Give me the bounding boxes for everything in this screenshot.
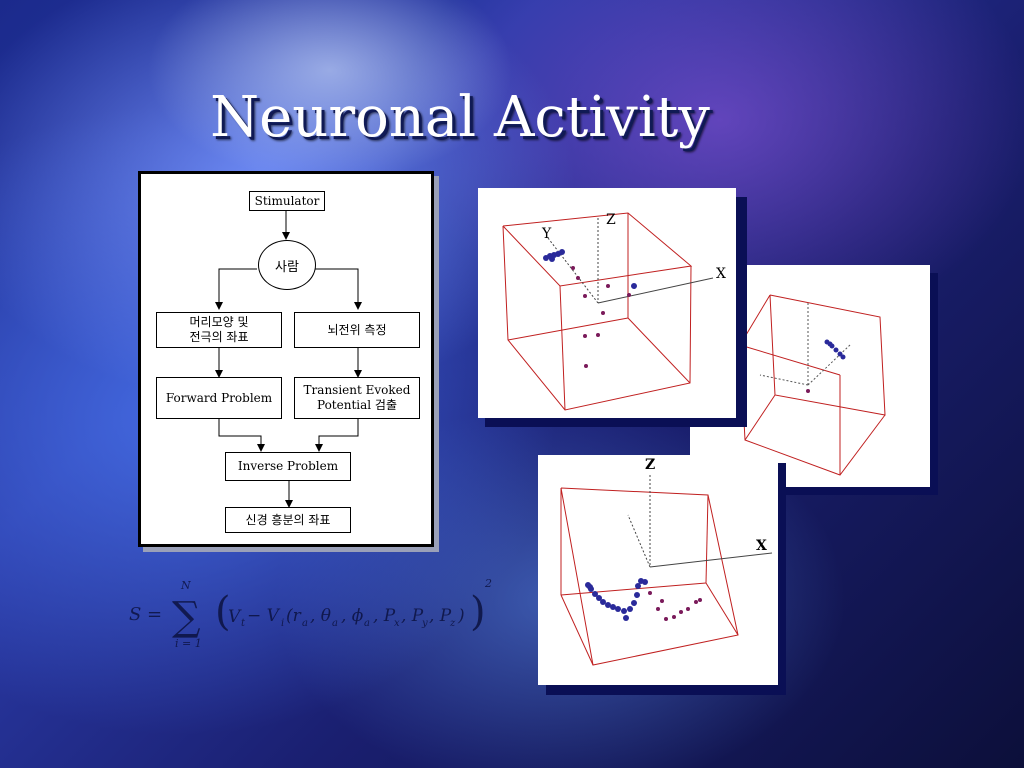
svg-text:, θ: , θ — [310, 606, 331, 626]
svg-text:∑: ∑ — [172, 594, 201, 640]
svg-text:, ϕ: , ϕ — [341, 606, 364, 626]
eeg-measure-box: 뇌전위 측정 — [294, 312, 420, 348]
plot1-panel: Y Z X — [478, 188, 736, 418]
svg-text:z: z — [449, 618, 456, 629]
svg-text:, P: , P — [373, 606, 396, 626]
slide-title: Neuronal Activity — [210, 85, 710, 150]
svg-text:): ) — [470, 589, 486, 635]
result-box: 신경 흥분의 좌표 — [225, 507, 351, 533]
sum-upper: N — [180, 579, 191, 592]
stimulator-box: Stimulator — [249, 191, 325, 211]
svg-text:, P: , P — [401, 606, 424, 626]
flowchart-connectors — [215, 211, 362, 508]
plot3-panel: Z X — [538, 455, 778, 685]
flowchart-panel: Stimulator 사람 머리모양 및 전극의 좌표 뇌전위 측정 Forwa… — [138, 171, 434, 547]
inverse-problem-box: Inverse Problem — [225, 452, 351, 481]
svg-text:a: a — [302, 618, 308, 629]
equation-body: V — [228, 607, 242, 627]
plot1-x-label: X — [716, 266, 726, 282]
head-shape-box: 머리모양 및 전극의 좌표 — [156, 312, 282, 348]
svg-text:− V: − V — [247, 606, 281, 626]
plot3-x-label: X — [756, 538, 767, 554]
svg-text:a: a — [364, 618, 370, 629]
plot1-z-label: Z — [606, 212, 616, 228]
svg-text:x: x — [394, 618, 400, 629]
svg-text:y: y — [421, 618, 428, 629]
transient-evoked-box: Transient Evoked Potential 검출 — [294, 377, 420, 419]
equation-lhs: S = — [129, 604, 162, 625]
plot1-y-label: Y — [541, 226, 552, 242]
svg-text:(: ( — [215, 589, 231, 635]
svg-text:(r: (r — [286, 606, 302, 626]
equation-exponent: 2 — [484, 577, 492, 590]
svg-text:): ) — [457, 606, 465, 626]
sum-lower: i = 1 — [175, 637, 202, 650]
plot2-graph — [739, 294, 886, 476]
svg-text:a: a — [332, 618, 338, 629]
plot3-graph: Z X — [560, 457, 773, 666]
svg-text:, P: , P — [429, 606, 452, 626]
svg-text:i: i — [281, 618, 284, 629]
plot1-graph: Y Z X — [502, 212, 726, 411]
objective-equation: S = N ∑ i = 1 ( V t − V i (r a , θ a , ϕ… — [129, 577, 492, 650]
plot3-z-label: Z — [645, 457, 655, 473]
svg-text:t: t — [241, 618, 246, 629]
forward-problem-box: Forward Problem — [156, 377, 282, 419]
person-node: 사람 — [258, 240, 316, 290]
